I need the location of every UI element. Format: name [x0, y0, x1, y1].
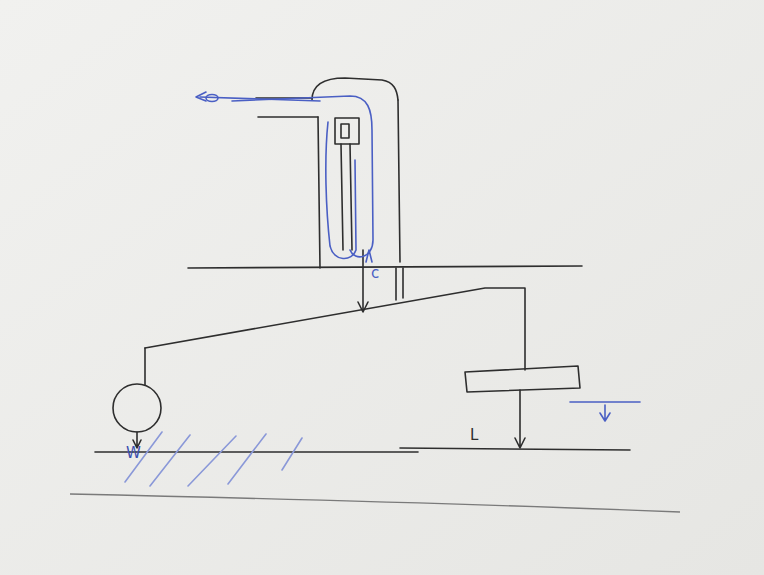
inner-rod — [350, 144, 352, 250]
arrow-head — [196, 92, 206, 101]
ground-hatching — [125, 432, 302, 486]
platform-line — [188, 266, 582, 268]
flow-path — [232, 96, 373, 257]
pivot-label: c — [371, 266, 379, 281]
weight-circle — [113, 384, 161, 432]
housing-block-inner — [341, 124, 349, 138]
arrow-head — [366, 250, 372, 262]
blue-ink — [125, 92, 640, 486]
lever-arm — [145, 288, 525, 370]
float-arrow — [515, 390, 525, 448]
weight-label: W — [126, 446, 141, 461]
nozzle-bottom — [258, 116, 318, 118]
ground-left — [95, 451, 418, 453]
push-rod — [362, 250, 364, 310]
water-level-arrow — [600, 405, 610, 421]
outflow-drop — [206, 95, 218, 102]
pivot-post — [396, 268, 403, 300]
black-ink — [95, 78, 630, 452]
flow-path — [326, 122, 356, 259]
ground-right — [400, 448, 630, 450]
housing-left-wall — [318, 117, 320, 268]
inner-rod — [341, 144, 343, 250]
housing-right-wall — [398, 100, 400, 262]
water-level — [570, 401, 640, 403]
weight-hanger — [144, 348, 146, 385]
housing-block — [335, 118, 359, 144]
length-label: L — [470, 428, 478, 443]
base-line — [70, 494, 680, 512]
float-plate — [465, 366, 580, 392]
